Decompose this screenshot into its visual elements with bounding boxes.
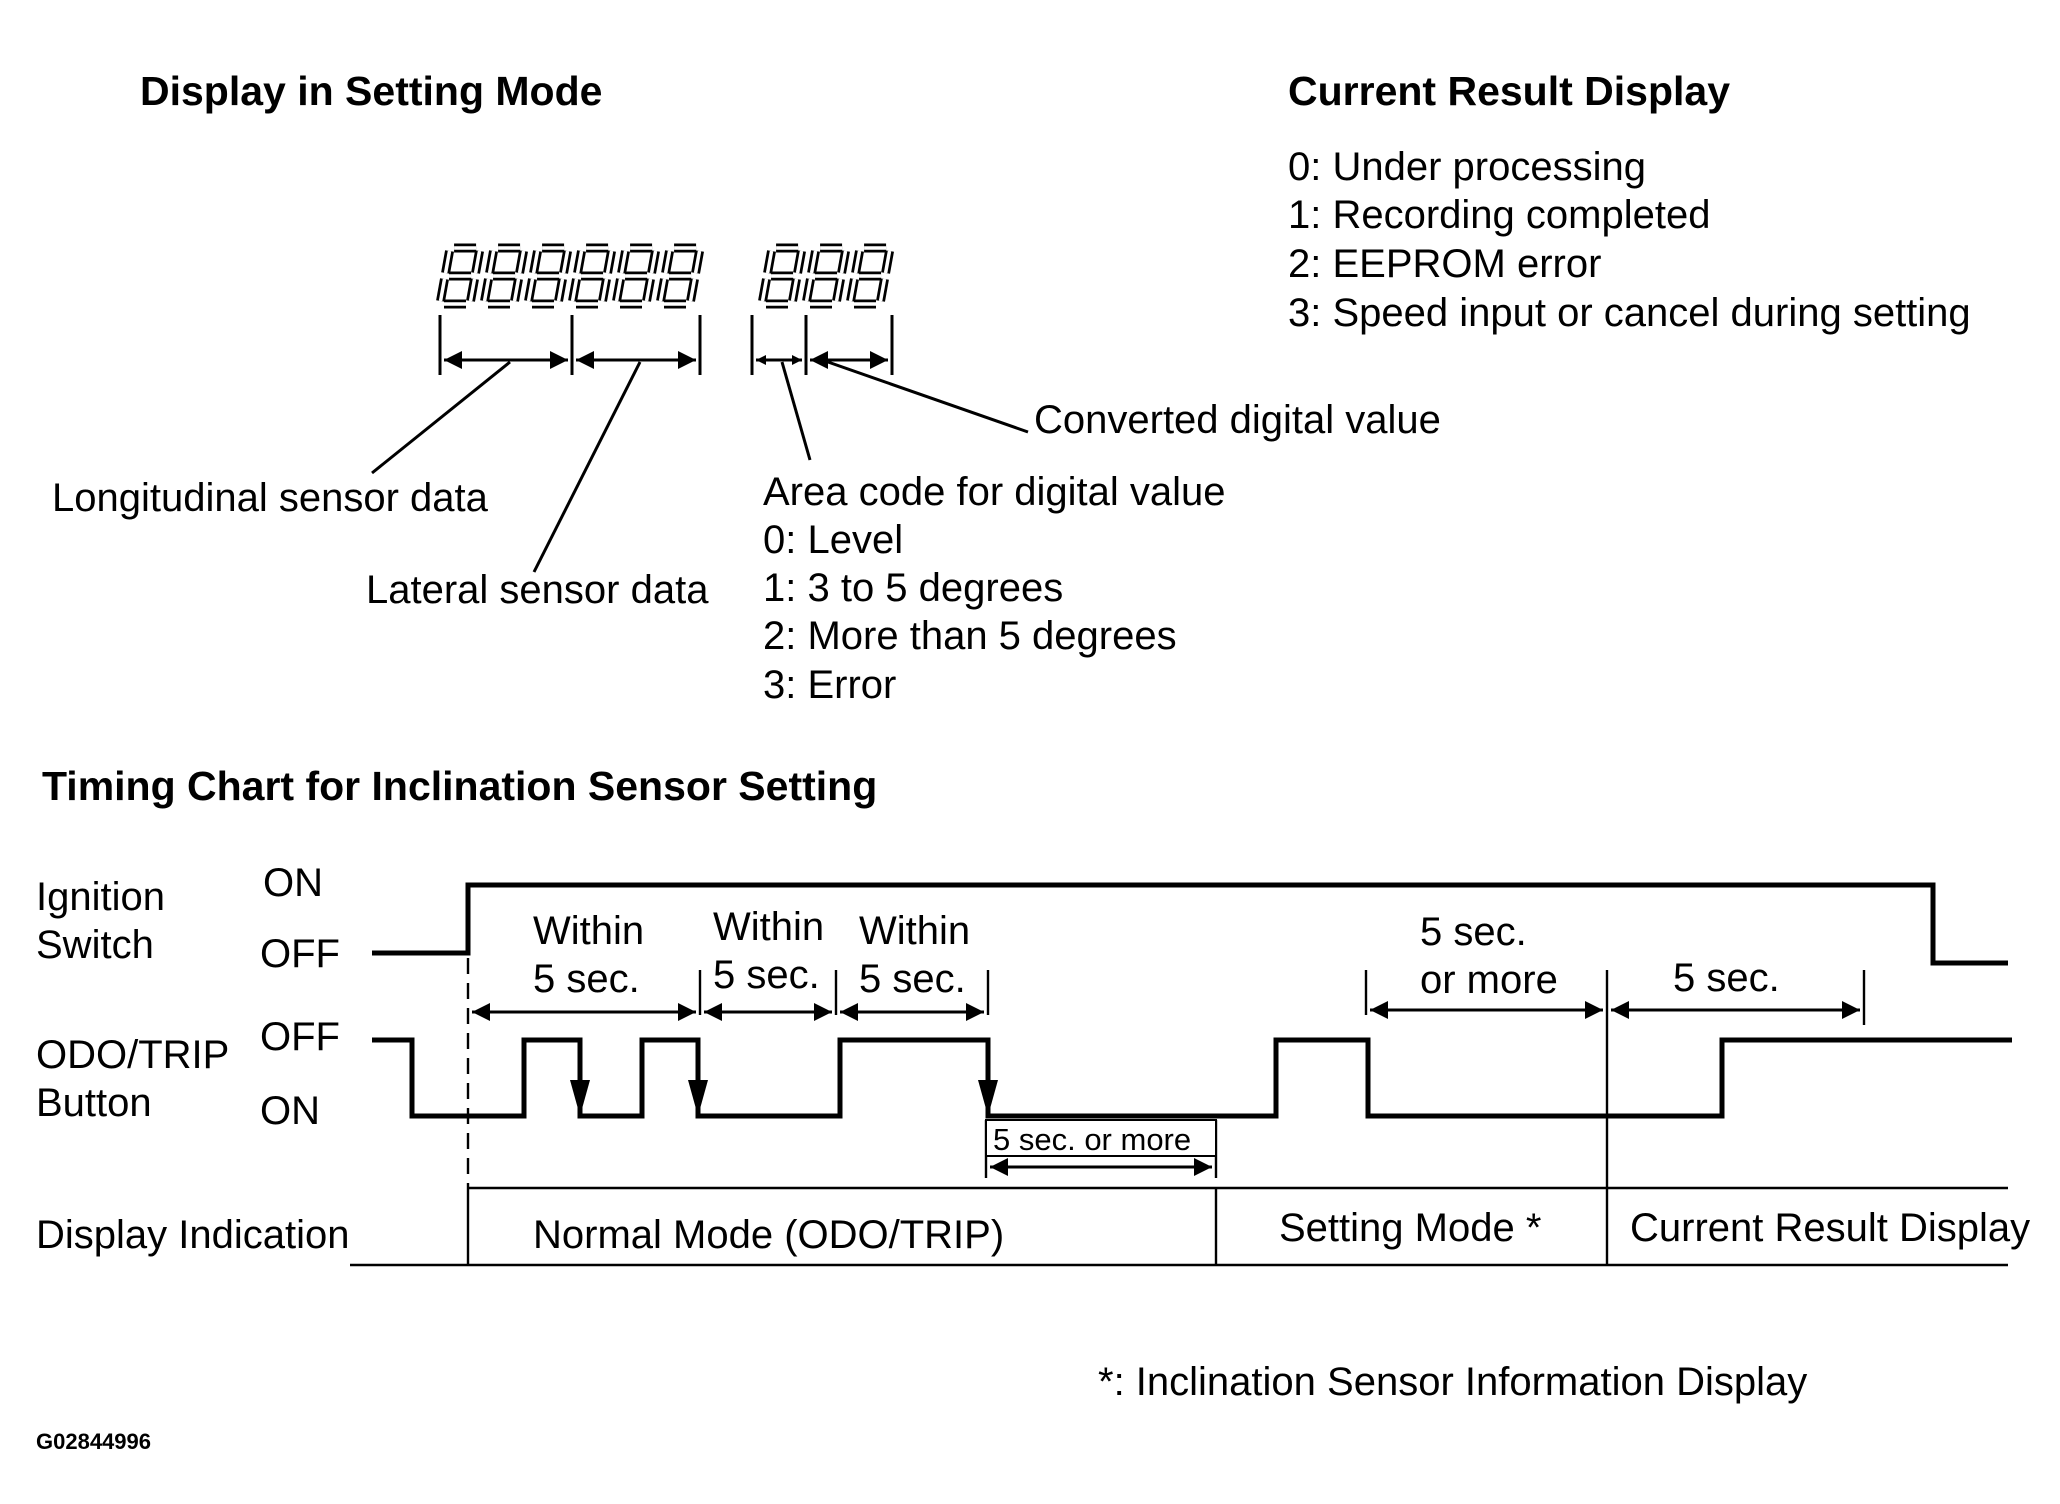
display-indication-label: Display Indication [36,1213,350,1257]
ignition-off-label: OFF [260,932,340,976]
current-result-title: Current Result Display [1288,68,1730,114]
seven-segment-digits-sensor [436,243,704,309]
ignition-label-line2: Switch [36,923,154,967]
odo-off-label: OFF [260,1015,340,1059]
interval-within-2: Within [713,905,824,949]
interval-more-1: 5 sec. [1420,910,1527,954]
display-indication-table [350,1175,2008,1267]
current-result-item: 1: Recording completed [1288,193,1710,237]
current-result-item: 2: EEPROM error [1288,242,1601,286]
interval-ticks [698,970,1866,1178]
falling-edge-arrows [570,1080,998,1116]
seven-segment-digits-value [758,243,894,309]
interval-within-1: Within [533,909,644,953]
current-result-item: 3: Speed input or cancel during setting [1288,291,1971,335]
longitudinal-sensor-label: Longitudinal sensor data [52,476,489,520]
setting-mode-cell: Setting Mode * [1279,1206,1541,1250]
setting-mode-title: Display in Setting Mode [140,68,602,114]
lateral-sensor-label: Lateral sensor data [366,568,709,612]
odo-on-label: ON [260,1089,320,1133]
normal-mode-cell: Normal Mode (ODO/TRIP) [533,1213,1004,1257]
current-result-cell: Current Result Display [1630,1206,2030,1250]
area-code-item: 2: More than 5 degrees [763,614,1177,658]
ignition-label-line1: Ignition [36,875,165,919]
ignition-waveform [372,882,2008,966]
five-or-more-box [985,1119,1217,1157]
area-code-item: 0: Level [763,518,903,562]
odo-label-line1: ODO/TRIP [36,1033,229,1077]
odo-label-line2: Button [36,1081,152,1125]
leader-lines [371,360,1029,573]
area-code-item: 3: Error [763,663,896,707]
figure-id: G02844996 [36,1429,151,1454]
timing-chart-title: Timing Chart for Inclination Sensor Sett… [42,763,877,809]
interval-more-2: or more [1420,958,1558,1002]
ignition-on-label: ON [263,861,323,905]
interval-within-3-sec: 5 sec. [859,957,966,1001]
odo-trip-waveform [372,1037,2012,1119]
interval-within-1-sec: 5 sec. [533,957,640,1001]
area-code-title: Area code for digital value [763,470,1226,514]
interval-within-3: Within [859,909,970,953]
interval-arrows [472,1001,1860,1176]
interval-five-sec: 5 sec. [1673,956,1780,1000]
footnote: *: Inclination Sensor Information Displa… [1098,1360,1807,1404]
converted-value-label: Converted digital value [1034,398,1441,442]
digit-range-brackets [438,315,894,375]
area-code-item: 1: 3 to 5 degrees [763,566,1063,610]
interval-five-or-more: 5 sec. or more [993,1122,1191,1157]
current-result-item: 0: Under processing [1288,145,1646,189]
interval-within-2-sec: 5 sec. [713,953,820,997]
